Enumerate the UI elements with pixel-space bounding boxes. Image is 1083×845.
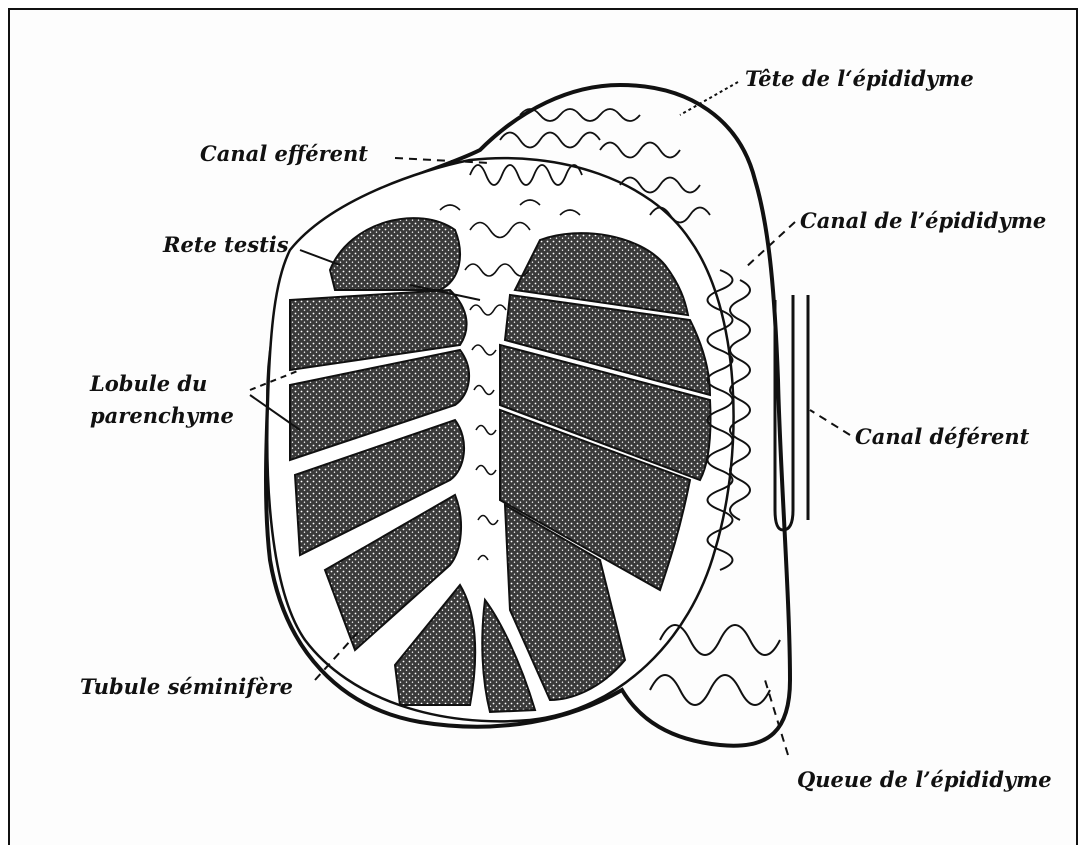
label-queue-epididyme: Queue de l’épididyme: [797, 767, 1052, 793]
label-lobule-du-parenchyme: Lobule du parenchyme: [90, 368, 234, 432]
label-lobule-line1: Lobule du: [90, 368, 234, 400]
label-canal-efferent: Canal efférent: [200, 141, 368, 167]
label-rete-testis: Rete testis: [163, 232, 289, 258]
label-lobule-line2: parenchyme: [90, 400, 234, 432]
leader-canal-deferent: [810, 410, 850, 435]
label-canal-epididyme: Canal de l’épididyme: [800, 208, 1046, 234]
label-tete-epididyme: Tête de l‘épididyme: [745, 66, 974, 92]
label-canal-deferent: Canal déférent: [855, 424, 1029, 450]
label-tubule-seminifere: Tubule séminifère: [80, 674, 293, 700]
